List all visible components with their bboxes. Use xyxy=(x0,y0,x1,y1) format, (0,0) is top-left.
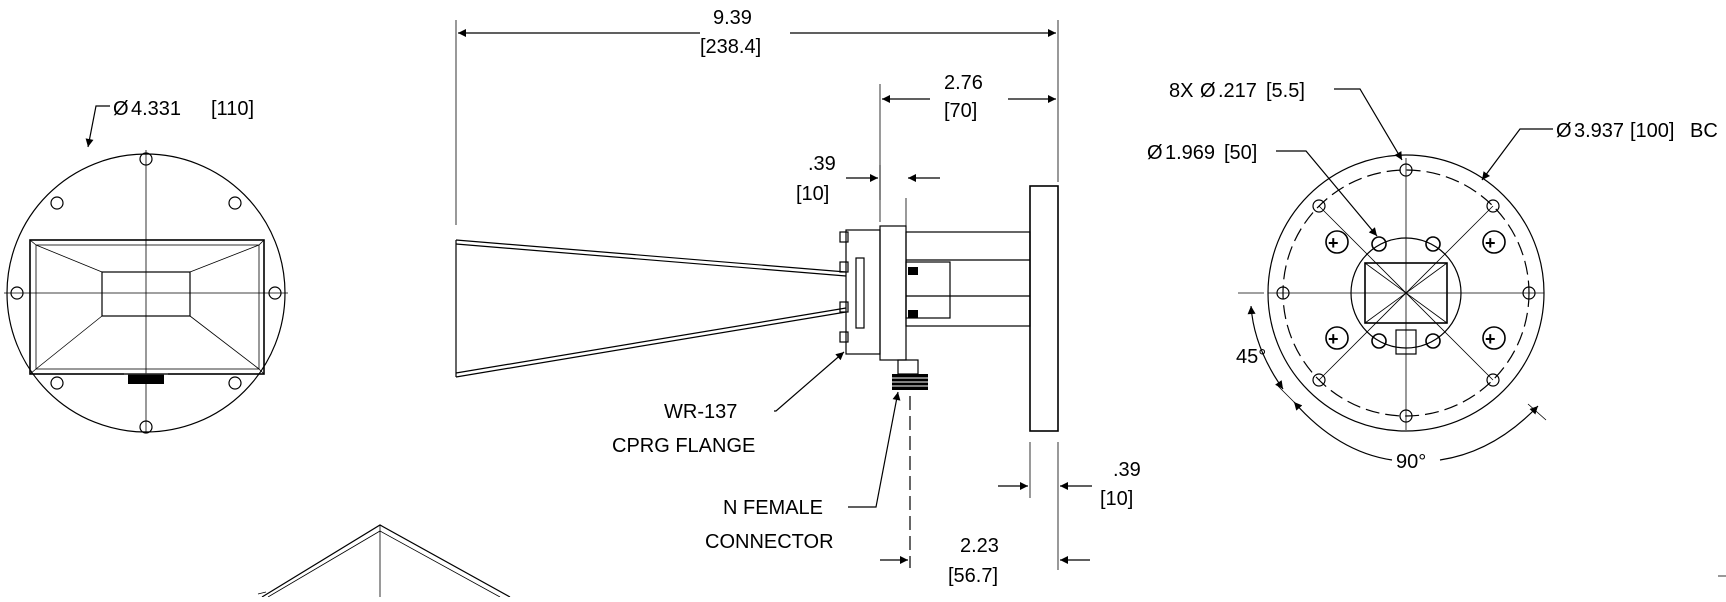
svg-text:+: + xyxy=(1485,329,1496,349)
bolt-circle-metric: [100] xyxy=(1630,120,1674,142)
dim-angle-90: 90° xyxy=(1293,401,1547,473)
aperture-diameter-symbol: Ø xyxy=(113,98,129,120)
inner-diameter-metric: [50] xyxy=(1224,142,1257,164)
dim-overall-length: 9.39 [238.4] xyxy=(455,7,1059,225)
svg-text:+: + xyxy=(1328,233,1339,253)
hole-callout-metric: [5.5] xyxy=(1266,80,1305,102)
flange-thickness-value: .39 xyxy=(808,153,836,175)
flange-thickness-metric: [10] xyxy=(796,183,829,205)
dim-connector-offset: 2.23 [56.7] xyxy=(880,535,1090,587)
dim-flange-to-plate: 2.76 [70] xyxy=(879,72,1056,222)
aperture-diameter-metric: [110] xyxy=(211,98,254,120)
mount-screw-icon: + xyxy=(1325,326,1349,350)
bolt-circle-suffix: BC xyxy=(1690,120,1718,142)
mount-screw-icon: + xyxy=(1325,230,1349,254)
connector-label-line1: N FEMALE xyxy=(723,497,823,519)
dim-angle-45: 45° xyxy=(1236,292,1297,405)
dim-flange-thickness: .39 [10] xyxy=(796,153,940,226)
flange-to-plate-metric: [70] xyxy=(944,100,977,122)
svg-text:+: + xyxy=(1328,329,1339,349)
connector-offset-metric: [56.7] xyxy=(948,565,998,587)
connector-callout: N FEMALE CONNECTOR xyxy=(705,391,901,553)
hole-callout-value: .217 xyxy=(1218,80,1257,102)
back-view: + + + + xyxy=(1267,154,1545,432)
overall-length-value: 9.39 xyxy=(713,7,752,29)
connector-label-line2: CONNECTOR xyxy=(705,531,834,553)
inner-diameter-symbol: Ø xyxy=(1147,142,1163,164)
flange-callout: WR-137 CPRG FLANGE xyxy=(612,351,845,457)
bolt-circle-symbol: Ø xyxy=(1556,120,1572,142)
dim-bolt-circle: Ø 3.937 [100] BC xyxy=(1481,120,1718,181)
mount-screw-icon: + xyxy=(1482,230,1506,254)
front-view: Ø 4.331 [110] xyxy=(4,98,288,434)
angle-90-label: 90° xyxy=(1396,451,1426,473)
flange-label-line1: WR-137 xyxy=(664,401,737,423)
hole-callout-symbol: Ø xyxy=(1200,80,1216,102)
isometric-horn-view xyxy=(257,524,511,598)
dim-hole-callout: 8X Ø .217 [5.5] xyxy=(1169,80,1403,161)
plate-thickness-value: .39 xyxy=(1113,459,1141,481)
svg-text:+: + xyxy=(1485,233,1496,253)
side-view xyxy=(455,185,1059,568)
inner-diameter-value: 1.969 xyxy=(1165,142,1215,164)
connector-offset-value: 2.23 xyxy=(960,535,999,557)
mount-screw-icon: + xyxy=(1482,326,1506,350)
overall-length-metric: [238.4] xyxy=(700,36,761,58)
dim-plate-thickness: .39 [10] xyxy=(998,442,1141,570)
bolt-circle-value: 3.937 xyxy=(1574,120,1624,142)
angle-45-label: 45° xyxy=(1236,346,1266,368)
flange-to-plate-value: 2.76 xyxy=(944,72,983,94)
plate-thickness-metric: [10] xyxy=(1100,488,1133,510)
aperture-diameter-value: 4.331 xyxy=(131,98,181,120)
hole-callout-prefix: 8X xyxy=(1169,80,1193,102)
dim-inner-diameter: Ø 1.969 [50] xyxy=(1147,142,1378,237)
flange-label-line2: CPRG FLANGE xyxy=(612,435,755,457)
